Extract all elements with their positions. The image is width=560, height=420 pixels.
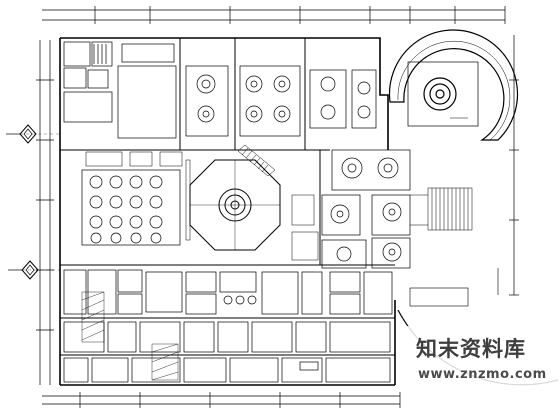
private-rooms-right	[321, 149, 411, 269]
right-dimension-line	[509, 35, 519, 296]
lower-service-rooms	[63, 269, 393, 383]
watermark-logo-text: 知末资料库	[416, 337, 526, 361]
building-outline	[59, 37, 396, 386]
hatched-walls	[81, 291, 179, 381]
watermark-site-url: www.znzmo.com	[418, 367, 547, 382]
central-lobby	[189, 159, 281, 251]
curved-garden	[388, 29, 519, 141]
kitchen-fixtures	[85, 151, 319, 261]
axis-grid-lines	[20, 133, 60, 271]
axis-marker-lower	[8, 260, 39, 280]
private-dining-rooms-top	[185, 65, 377, 137]
bottom-dimension-lines	[42, 392, 401, 408]
axis-marker-upper	[6, 124, 37, 144]
zone-divisions	[60, 38, 395, 356]
entrance-stair	[410, 187, 473, 231]
left-dimension-lines	[36, 40, 54, 385]
top-dimension-lines	[42, 6, 506, 24]
service-rooms-top-left	[63, 41, 177, 139]
banquet-tables	[89, 175, 163, 244]
watermark: 知末资料库 www.znzmo.com	[404, 326, 560, 386]
lobby-staircase	[237, 144, 276, 177]
banquet-hall	[81, 169, 181, 246]
